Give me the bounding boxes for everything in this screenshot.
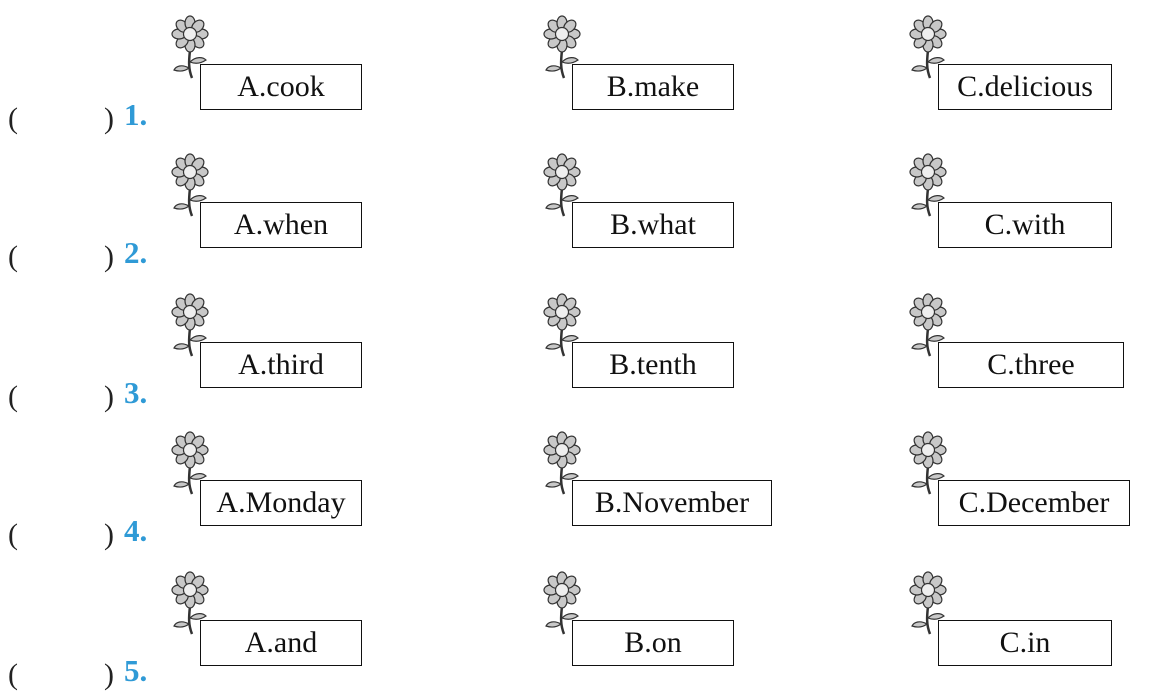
question-row: () 3. A.third B.tenth C.three	[0, 290, 1159, 413]
answer-option[interactable]: C.December	[906, 428, 1130, 548]
flower-icon	[909, 431, 947, 495]
question-number: 1.	[124, 97, 148, 132]
answer-blank-close-paren: )	[104, 240, 114, 273]
answer-option[interactable]: B.tenth	[540, 290, 760, 410]
option-word-box: B.on	[572, 620, 734, 666]
answer-blank-close-paren: )	[104, 102, 114, 135]
flower-icon	[909, 15, 947, 79]
option-word-box: B.what	[572, 202, 734, 248]
answer-option[interactable]: B.November	[540, 428, 772, 548]
flower-icon	[909, 293, 947, 357]
question-number: 2.	[124, 235, 148, 270]
option-word-box: A.Monday	[200, 480, 362, 526]
option-word-box: A.when	[200, 202, 362, 248]
answer-blank-close-paren: )	[104, 518, 114, 551]
flower-icon	[171, 571, 209, 635]
answer-option[interactable]: C.in	[906, 568, 1126, 688]
flower-icon	[171, 431, 209, 495]
option-word-box: C.delicious	[938, 64, 1112, 110]
answer-option[interactable]: A.when	[168, 150, 388, 270]
answer-blank-close-paren: )	[104, 380, 114, 413]
answer-blank-open-paren[interactable]: (	[8, 518, 18, 551]
answer-option[interactable]: A.and	[168, 568, 388, 688]
option-word-box: C.December	[938, 480, 1130, 526]
option-word-box: C.in	[938, 620, 1112, 666]
answer-option[interactable]: A.third	[168, 290, 388, 410]
option-word-box: B.make	[572, 64, 734, 110]
option-word-box: A.and	[200, 620, 362, 666]
option-word-box: B.November	[572, 480, 772, 526]
answer-blank-open-paren[interactable]: (	[8, 658, 18, 691]
option-word-box: A.cook	[200, 64, 362, 110]
question-row: () 1. A.cook B.make C.delicious	[0, 12, 1159, 135]
question-row: () 2. A.when B.what C.with	[0, 150, 1159, 273]
answer-blank-open-paren[interactable]: (	[8, 380, 18, 413]
flower-icon	[543, 153, 581, 217]
flower-icon	[543, 571, 581, 635]
answer-option[interactable]: A.cook	[168, 12, 388, 132]
flower-icon	[171, 293, 209, 357]
answer-option[interactable]: C.with	[906, 150, 1126, 270]
flower-icon	[909, 571, 947, 635]
flower-icon	[909, 153, 947, 217]
answer-option[interactable]: B.make	[540, 12, 760, 132]
answer-option[interactable]: B.on	[540, 568, 760, 688]
option-word-box: C.three	[938, 342, 1124, 388]
question-number: 5.	[124, 653, 148, 688]
option-word-box: B.tenth	[572, 342, 734, 388]
answer-option[interactable]: C.delicious	[906, 12, 1126, 132]
answer-option[interactable]: B.what	[540, 150, 760, 270]
option-word-box: C.with	[938, 202, 1112, 248]
flower-icon	[171, 15, 209, 79]
flower-icon	[171, 153, 209, 217]
flower-icon	[543, 15, 581, 79]
question-row: () 5. A.and B.on C.in	[0, 568, 1159, 691]
answer-blank-open-paren[interactable]: (	[8, 102, 18, 135]
flower-icon	[543, 293, 581, 357]
question-number: 4.	[124, 513, 148, 548]
answer-blank-close-paren: )	[104, 658, 114, 691]
question-row: () 4. A.Monday B.November C.December	[0, 428, 1159, 551]
answer-blank-open-paren[interactable]: (	[8, 240, 18, 273]
answer-option[interactable]: A.Monday	[168, 428, 388, 548]
option-word-box: A.third	[200, 342, 362, 388]
answer-option[interactable]: C.three	[906, 290, 1126, 410]
question-number: 3.	[124, 375, 148, 410]
flower-icon	[543, 431, 581, 495]
